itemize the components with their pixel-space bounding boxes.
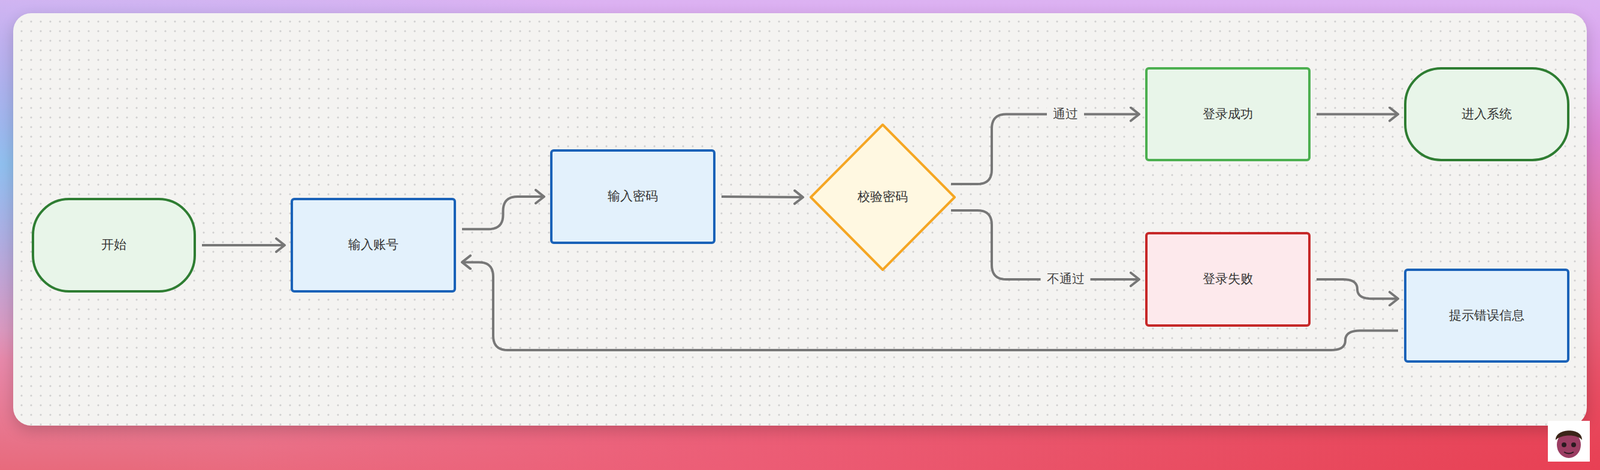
process-box: 输入密码 bbox=[550, 149, 716, 244]
edge-label: 不通过 bbox=[1040, 269, 1091, 289]
node-label: 登录失败 bbox=[1196, 270, 1260, 288]
node-label: 提示错误信息 bbox=[1442, 307, 1531, 324]
flow-arrow bbox=[951, 210, 1140, 280]
node-label: 开始 bbox=[95, 236, 133, 253]
flow-arrow bbox=[1316, 279, 1399, 299]
start-terminal: 开始 bbox=[31, 197, 196, 293]
decision-diamond: 校验密码 bbox=[808, 122, 957, 272]
failure-box: 登录失败 bbox=[1145, 231, 1311, 327]
edge-label: 通过 bbox=[1046, 104, 1085, 124]
node-label: 输入密码 bbox=[601, 188, 664, 205]
end-terminal: 进入系统 bbox=[1404, 67, 1570, 162]
flow-arrow bbox=[951, 114, 1140, 185]
node-label: 进入系统 bbox=[1455, 106, 1518, 123]
flow-arrow bbox=[462, 196, 545, 229]
node-label: 校验密码 bbox=[851, 188, 914, 205]
flow-arrow bbox=[201, 243, 285, 247]
diamond-shape bbox=[810, 124, 955, 270]
flow-arrow bbox=[721, 196, 803, 198]
avatar-icon bbox=[1547, 420, 1590, 462]
process-box: 提示错误信息 bbox=[1404, 268, 1570, 363]
node-label: 输入账号 bbox=[342, 236, 405, 253]
flow-arrow bbox=[1316, 113, 1399, 116]
process-box: 输入账号 bbox=[290, 197, 457, 293]
success-box: 登录成功 bbox=[1145, 67, 1311, 162]
node-label: 登录成功 bbox=[1196, 106, 1260, 123]
canvas-card bbox=[13, 13, 1587, 426]
